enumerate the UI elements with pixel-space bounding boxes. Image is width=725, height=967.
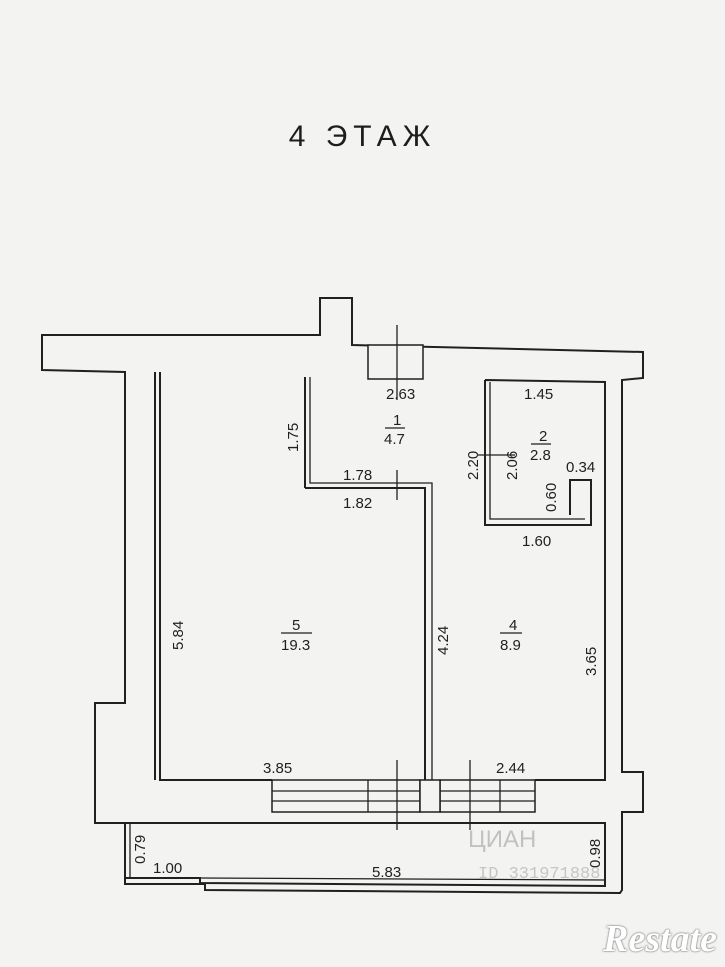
dim-0-60: 0.60	[543, 483, 560, 512]
apartment-inner-outline	[159, 372, 606, 781]
dim-2-06: 2.06	[504, 451, 521, 480]
dim-0-34: 0.34	[566, 459, 595, 476]
balcony-rail	[199, 877, 606, 881]
room-4-label: 4 8.9	[500, 617, 522, 654]
window-block-right	[439, 760, 536, 830]
dim-3-85: 3.85	[263, 760, 292, 777]
room-area: 4.7	[384, 431, 405, 448]
dim-2-20: 2.20	[465, 451, 482, 480]
room-number: 5	[292, 617, 300, 634]
room-area: 19.3	[281, 637, 310, 654]
room-2-label: 2 2.8	[530, 428, 551, 464]
dim-1-78: 1.78	[343, 467, 372, 484]
balcony-outline	[124, 822, 606, 888]
dim-4-24: 4.24	[435, 626, 452, 655]
room-number: 2	[539, 428, 547, 445]
dim-2-63: 2.63	[386, 386, 415, 403]
dim-1-75: 1.75	[285, 423, 302, 452]
dim-5-84: 5.84	[170, 621, 187, 650]
dim-1-00: 1.00	[153, 860, 182, 877]
entrance-door-block	[367, 344, 424, 380]
pier-between-windows	[419, 779, 441, 813]
interior-space	[157, 370, 605, 780]
room-area: 2.8	[530, 447, 551, 464]
corridor-wall	[305, 487, 426, 780]
floor-title: 4 ЭТАЖ	[288, 120, 437, 153]
dim-1-60: 1.60	[522, 533, 551, 550]
dim-5-83: 5.83	[372, 864, 401, 881]
restate-logo: Restate	[603, 918, 717, 960]
dim-0-79: 0.79	[132, 835, 149, 864]
dim-0-98: 0.98	[587, 839, 604, 868]
watermark-id: ID 331971888	[478, 865, 600, 884]
room-number: 1	[393, 412, 401, 429]
room-1-label: 1 4.7	[384, 412, 405, 448]
dim-1-45: 1.45	[524, 386, 553, 403]
bathroom-wall	[489, 382, 585, 520]
dim-3-65: 3.65	[583, 647, 600, 676]
dim-2-44: 2.44	[496, 760, 525, 777]
watermark-brand: ЦИАН	[468, 826, 536, 853]
room-number: 4	[509, 617, 517, 634]
corridor-wall-inner	[309, 377, 433, 780]
room-area: 8.9	[500, 637, 521, 654]
room-5-label: 5 19.3	[281, 617, 312, 654]
dim-1-82: 1.82	[343, 495, 372, 512]
